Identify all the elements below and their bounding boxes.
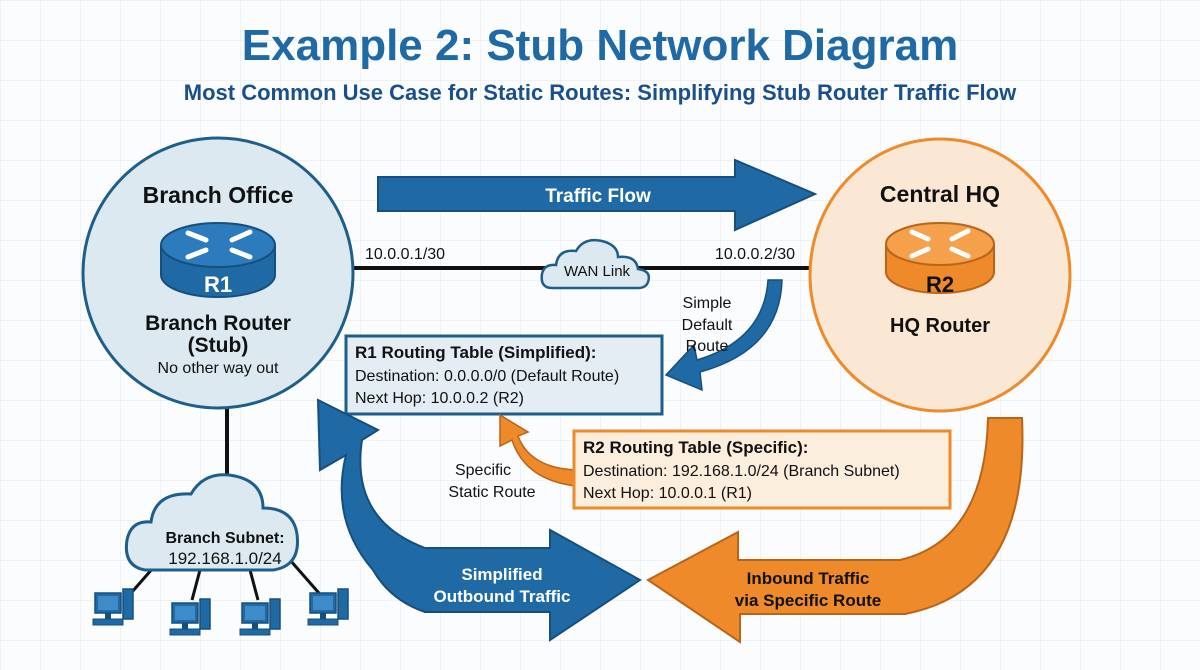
r1-label: R1 (204, 272, 232, 297)
wan-cloud-icon (540, 238, 651, 290)
r1-table-title: R1 Routing Table (Simplified): (355, 343, 596, 362)
default-route-label-3: Route (686, 338, 729, 355)
r2-wan-ip: 10.0.0.2/30 (715, 246, 795, 263)
desktop-computer-icon (307, 588, 349, 626)
r2-table-title: R2 Routing Table (Specific): (583, 438, 808, 457)
default-route-label-2: Default (682, 317, 733, 334)
desktop-computer-icon (92, 588, 134, 626)
default-route-label-1: Simple (683, 295, 732, 312)
desktop-computer-icon (239, 598, 281, 636)
page-title: Example 2: Stub Network Diagram (242, 21, 958, 70)
outbound-label-2: Outbound Traffic (434, 587, 571, 606)
inbound-label-1: Inbound Traffic (747, 569, 870, 588)
r2-routing-table (572, 429, 952, 510)
r1-table-next-hop: Next Hop: 10.0.0.2 (R2) (355, 390, 524, 407)
outbound-traffic-arrow (316, 398, 642, 642)
static-route-arrow (499, 413, 577, 487)
branch-router-name: Branch Router (145, 312, 291, 335)
hq-router-name: HQ Router (890, 315, 990, 337)
static-route-label-1: Specific (455, 462, 511, 479)
traffic-flow-label: Traffic Flow (545, 186, 651, 207)
central-hq-heading: Central HQ (880, 181, 1000, 207)
static-route-label-2: Static Route (448, 484, 535, 501)
router-r2-icon (885, 222, 995, 294)
r2-label: R2 (926, 272, 954, 297)
inbound-traffic-arrow (646, 417, 1024, 644)
branch-router-stub: (Stub) (188, 334, 249, 357)
traffic-flow-arrow (377, 158, 818, 232)
r2-table-destination: Destination: 192.168.1.0/24 (Branch Subn… (583, 463, 900, 480)
router-r1-icon (160, 222, 276, 298)
wan-link-label: WAN Link (564, 263, 631, 280)
inbound-label-2: via Specific Route (735, 591, 881, 610)
branch-office-heading: Branch Office (143, 182, 294, 208)
desktop-computer-icon (169, 598, 211, 636)
subnet-title: Branch Subnet: (165, 530, 284, 547)
branch-subnet-cloud-icon (124, 473, 299, 572)
outbound-label-1: Simplified (461, 565, 542, 584)
r1-routing-table (344, 334, 664, 416)
subnet-cidr: 192.168.1.0/24 (168, 549, 281, 568)
page-subtitle: Most Common Use Case for Static Routes: … (184, 80, 1017, 105)
r1-wan-ip: 10.0.0.1/30 (365, 246, 445, 263)
branch-router-note: No other way out (158, 360, 280, 377)
r1-table-destination: Destination: 0.0.0.0/0 (Default Route) (355, 368, 619, 385)
default-route-arrow (664, 279, 783, 392)
r2-table-next-hop: Next Hop: 10.0.0.1 (R1) (583, 485, 752, 502)
